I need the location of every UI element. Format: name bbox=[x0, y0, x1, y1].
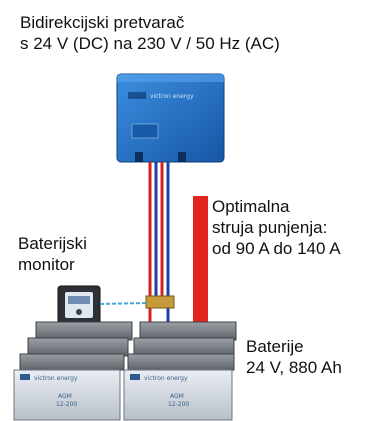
dc-cables bbox=[148, 162, 170, 340]
charge-current-label: Optimalna struja punjenja: od 90 A do 14… bbox=[212, 196, 341, 259]
batteries-label: Baterije 24 V, 880 Ah bbox=[246, 336, 342, 378]
battery-model-right: AGM bbox=[170, 393, 184, 400]
charge-current-line1: Optimalna bbox=[212, 197, 290, 216]
charge-current-line3: od 90 A do 140 A bbox=[212, 239, 341, 258]
battery-brand-right: victron energy bbox=[144, 375, 188, 382]
inverter-title-line1: Bidirekcijski pretvarač bbox=[20, 13, 185, 32]
battery-spec-right: 12-200 bbox=[168, 401, 189, 408]
inverter-device: victron energy bbox=[116, 73, 225, 163]
monitor-cable bbox=[99, 302, 147, 305]
battery-model-left: AGM bbox=[58, 393, 72, 400]
battery-monitor-line1: Baterijski bbox=[18, 234, 87, 253]
shunt bbox=[145, 295, 175, 309]
battery-monitor-line2: monitor bbox=[18, 255, 75, 274]
battery-bank: victron energy AGM 12-200 victron energy… bbox=[13, 321, 237, 421]
battery-spec-left: 12-200 bbox=[56, 401, 77, 408]
batteries-line1: Baterije bbox=[246, 337, 304, 356]
batteries-line2: 24 V, 880 Ah bbox=[246, 358, 342, 377]
inverter-title: Bidirekcijski pretvarač s 24 V (DC) na 2… bbox=[20, 12, 280, 54]
inverter-brand-text: victron energy bbox=[150, 93, 194, 100]
battery-front-right: victron energy AGM 12-200 bbox=[123, 369, 233, 421]
battery-monitor-label: Baterijski monitor bbox=[18, 233, 87, 275]
battery-front-left: victron energy AGM 12-200 bbox=[13, 369, 121, 421]
battery-brand-left: victron energy bbox=[34, 375, 78, 382]
battery-monitor-device bbox=[57, 285, 101, 325]
inverter-title-line2: s 24 V (DC) na 230 V / 50 Hz (AC) bbox=[20, 34, 280, 53]
charge-current-line2: struja punjenja: bbox=[212, 218, 328, 237]
